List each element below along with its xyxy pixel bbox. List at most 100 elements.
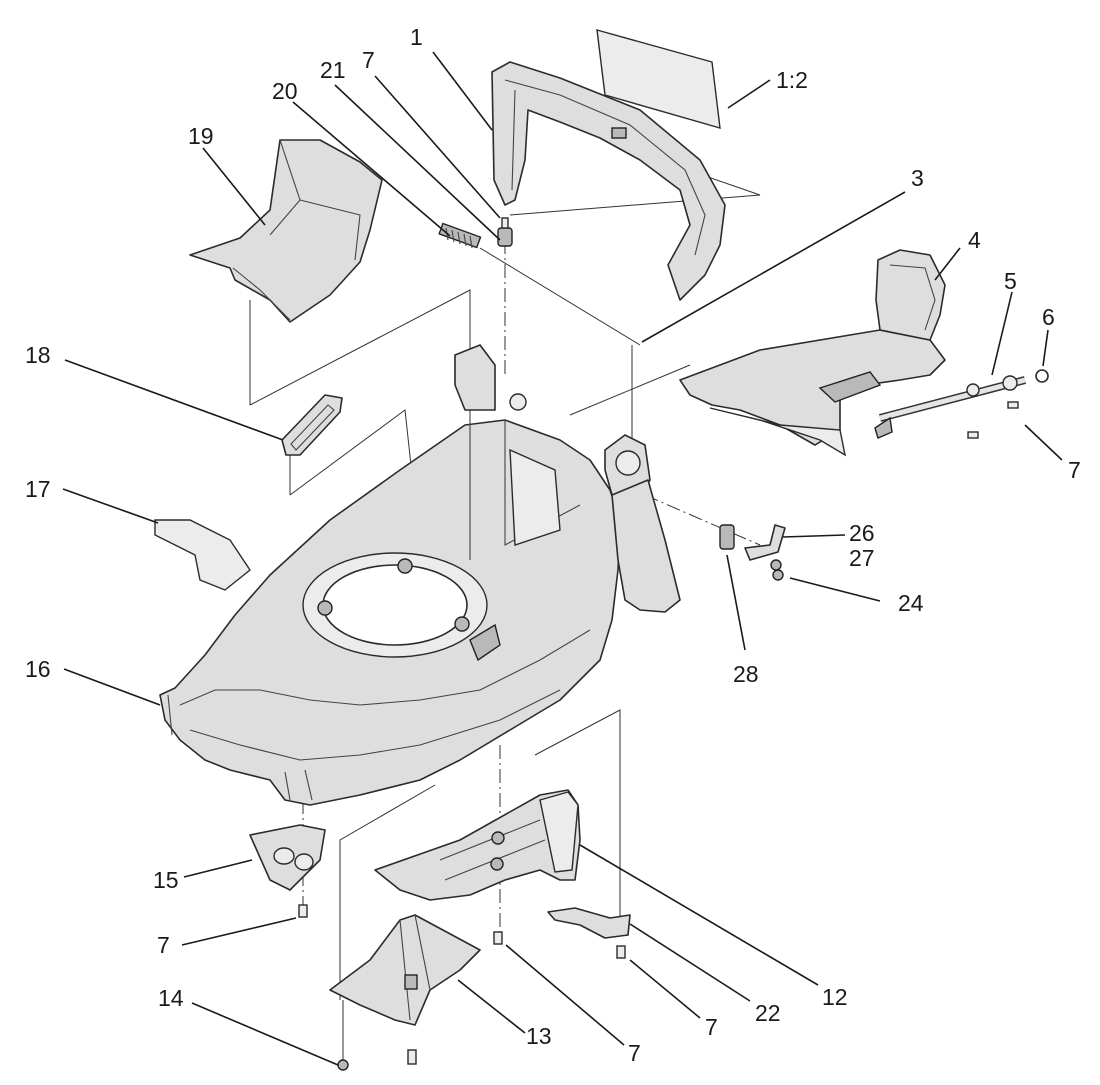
wheel-cover-screw: [298, 904, 308, 918]
rear-cover-lip: [709, 407, 846, 457]
leader-21: [334, 84, 501, 241]
leader-7-right-bottom: [629, 959, 701, 1019]
assembly-line-22: [534, 709, 621, 930]
callout-13: 13: [526, 1023, 552, 1049]
deflector-screw: [407, 1049, 417, 1065]
discharge-chute: [374, 789, 581, 901]
grass-bag-frame: [491, 61, 726, 301]
height-adjust-linkage: [719, 524, 786, 581]
leader-7-mid: [505, 944, 625, 1046]
assembly-line-4: [569, 364, 691, 416]
discharge-chute-hinge: [539, 791, 579, 873]
rear-discharge-cover: [679, 249, 946, 457]
callout-1-2: 1:2: [776, 67, 808, 93]
rear-flap: [189, 139, 383, 323]
rear-pivot-left: [454, 344, 496, 411]
callout-28: 28: [733, 661, 759, 687]
callout-labels: 1 1:2 7 21 20 19 3 4 5 6 7 18 17 16 26 2…: [25, 24, 1081, 1066]
leader-26: [782, 534, 846, 538]
grass-bag-frame-body: [491, 61, 726, 301]
rear-cover-slot: [818, 371, 882, 403]
callout-21: 21: [320, 57, 346, 83]
callout-24: 24: [898, 590, 924, 616]
leader-22: [629, 923, 751, 1002]
leader-19: [202, 147, 266, 226]
chute-screw: [493, 931, 503, 945]
callout-15: 15: [153, 867, 179, 893]
linkage-nut-2: [772, 569, 784, 581]
leader-12: [579, 844, 819, 986]
leader-13: [457, 979, 526, 1034]
rear-screw-1: [1007, 401, 1019, 409]
wheel-cover: [249, 824, 326, 891]
mount-boss-1: [397, 558, 413, 574]
handle-grip-slot: [290, 404, 335, 451]
assembly-line-13: [339, 784, 436, 1000]
leader-18: [64, 359, 284, 441]
rear-flap-body: [189, 139, 383, 323]
callout-18: 18: [25, 342, 51, 368]
callout-26: 26: [849, 520, 875, 546]
handle-grip-body: [281, 394, 343, 456]
wheel-cover-boss-2: [294, 853, 314, 871]
leader-7-right: [1024, 424, 1063, 461]
leader-lines: [62, 51, 1063, 1066]
grass-bag-latch: [611, 127, 627, 139]
callout-27: 27: [849, 545, 875, 571]
leader-4: [934, 247, 961, 281]
side-deflector-fold: [399, 914, 431, 1021]
wheel-cover-boss-1: [273, 847, 295, 865]
leader-15: [183, 859, 253, 878]
mount-boss-3: [454, 616, 470, 632]
linkage-lever: [744, 524, 786, 561]
leader-5: [991, 291, 1013, 376]
callout-17: 17: [25, 476, 51, 502]
spring-part: [438, 222, 482, 249]
callout-22: 22: [755, 1000, 781, 1026]
linkage-nut-1: [770, 559, 782, 571]
hinge-bracket: [497, 227, 513, 247]
leader-7-top: [374, 75, 501, 219]
grass-bag-frame-edge: [511, 89, 516, 191]
bag-decal-sheet: [596, 29, 721, 129]
leader-16: [63, 668, 161, 706]
axle-rod-clip: [874, 416, 893, 439]
side-deflector-clip: [404, 974, 418, 990]
callout-1: 1: [410, 24, 423, 50]
latch-bracket: [547, 907, 631, 939]
rear-flap-fold: [269, 139, 361, 261]
axle-rod-end: [966, 383, 980, 397]
rear-flap-hinge: [232, 267, 291, 321]
callout-7-left: 7: [157, 932, 170, 958]
deck-foot-posts: [167, 694, 313, 801]
rear-skirt: [611, 479, 681, 613]
top-screw: [501, 217, 509, 229]
bracket-screw: [616, 945, 626, 959]
callout-5: 5: [1004, 268, 1017, 294]
axle-rod-highlight: [879, 377, 1026, 421]
leader-17: [62, 488, 159, 524]
handle-grip: [281, 394, 343, 456]
hinge-pin-nut: [509, 393, 527, 411]
deflector-bolt: [337, 1059, 349, 1071]
deck-latch-block: [469, 623, 501, 662]
callout-3: 3: [911, 165, 924, 191]
engine-mount-hole: [322, 564, 468, 646]
mount-boss-2: [317, 600, 333, 616]
callout-12: 12: [822, 984, 848, 1010]
leader-28: [726, 554, 746, 651]
callout-7-bottom-right: 7: [705, 1014, 718, 1040]
callout-20: 20: [272, 78, 298, 104]
side-deflector: [329, 914, 481, 1026]
leader-1-2: [727, 79, 771, 109]
callout-6: 6: [1042, 304, 1055, 330]
leader-1: [432, 51, 493, 131]
callout-16: 16: [25, 656, 51, 682]
axle-rod-collar: [1002, 375, 1018, 391]
callout-19: 19: [188, 123, 214, 149]
leader-6: [1042, 329, 1049, 367]
rear-wheel-hub: [615, 450, 641, 476]
leader-24: [789, 577, 881, 602]
